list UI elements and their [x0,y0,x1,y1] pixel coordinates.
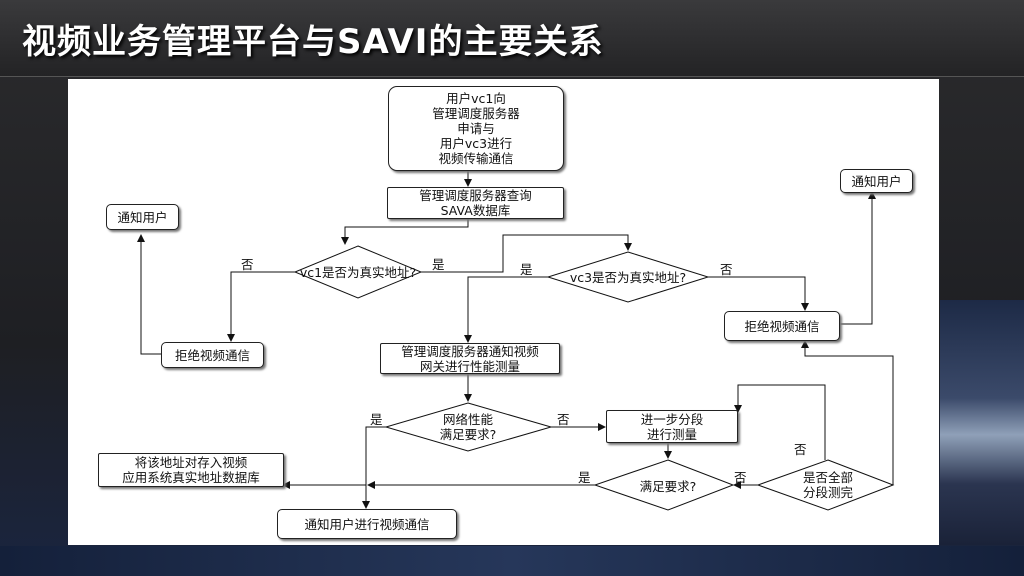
net-yes-label: 是 [370,412,383,427]
meet-no-label: 否 [734,470,747,485]
title-bar: 视频业务管理平台与SAVI的主要关系 [0,0,1024,77]
all-done-label: 是否全部 分段测完 [802,470,853,500]
vc3-check-label: vc3是否为真实地址? [569,269,687,285]
reject-right-box: 拒绝视频通信 [724,311,840,341]
net-no-label: 否 [557,412,570,427]
vc3-yes-label: 是 [520,262,533,277]
bottom-band [0,546,1024,576]
store-box: 将该地址对存入视频 应用系统真实地址数据库 [98,453,284,487]
start-box: 用户vc1向 管理调度服务器 申请与 用户vc3进行 视频传输通信 [388,86,564,171]
gateway-box: 管理调度服务器通知视频 网关进行性能测量 [380,343,560,374]
page-title: 视频业务管理平台与SAVI的主要关系 [22,22,604,62]
query-box: 管理调度服务器查询 SAVA数据库 [387,187,564,219]
vc1-check-label: vc1是否为真实地址? [299,264,417,280]
meet-diamond [593,459,735,511]
meet-check-label: 满足要求? [639,478,697,494]
vc1-no-label: 否 [241,257,254,272]
reject-left-box: 拒绝视频通信 [161,342,264,368]
flowchart: 用户vc1向 管理调度服务器 申请与 用户vc3进行 视频传输通信 管理调度服务… [68,79,939,545]
segment-box: 进一步分段 进行测量 [606,410,738,443]
notify-comm-box: 通知用户进行视频通信 [277,509,457,539]
done-no-label: 否 [794,442,807,457]
background-photo [940,300,1024,545]
notify-right-box: 通知用户 [840,169,913,193]
flowchart-connectors [137,170,895,511]
notify-left-box: 通知用户 [106,204,179,230]
meet-yes-label: 是 [578,470,591,485]
vc3-diamond [546,251,710,303]
done-diamond [756,459,895,511]
vc1-yes-label: 是 [432,257,445,272]
net-check-label: 网络性能 满足要求? [439,412,497,442]
vc1-diamond [293,245,423,299]
net-diamond [384,402,553,452]
vc3-no-label: 否 [720,262,733,277]
